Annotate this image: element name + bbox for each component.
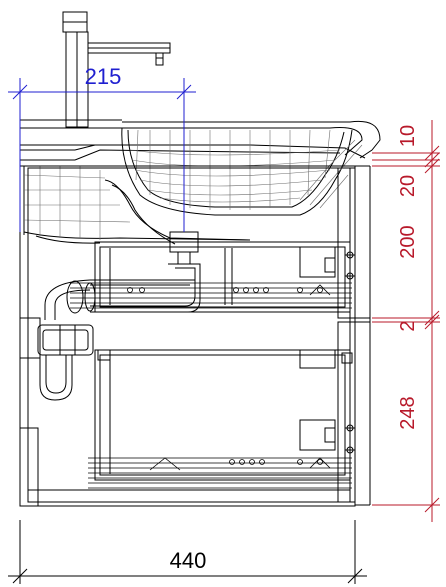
dimension-depth-total — [8, 520, 367, 584]
dimension-label-248: 248 — [397, 396, 419, 429]
dimension-heights-vertical — [372, 120, 440, 522]
dimension-tap-offset — [8, 78, 196, 232]
siphon-drain — [19, 231, 201, 401]
cabinet-body — [19, 165, 371, 507]
dimension-label-2: 2 — [397, 320, 419, 331]
bottom-drawer-runner — [88, 457, 352, 489]
dimension-label-440: 440 — [170, 548, 207, 573]
basin-worktop — [20, 119, 381, 245]
dimension-label-200: 200 — [397, 225, 419, 258]
basin-mesh — [23, 129, 363, 240]
bottom-drawer — [94, 349, 355, 481]
dimension-label-20: 20 — [397, 175, 419, 197]
faucet — [62, 11, 171, 128]
top-drawer — [94, 241, 355, 313]
dimension-label-215: 215 — [85, 64, 122, 89]
top-drawer-runner — [70, 282, 352, 309]
dimension-label-10: 10 — [397, 125, 419, 147]
